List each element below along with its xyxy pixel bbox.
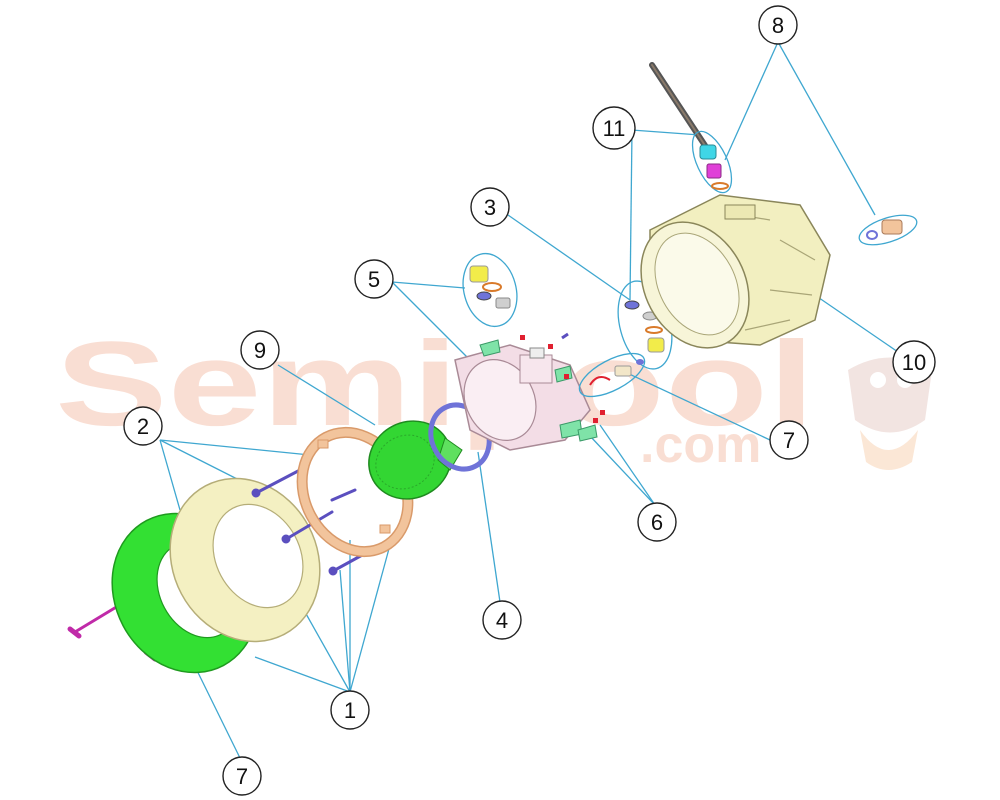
housing xyxy=(640,194,831,349)
callout-5: 5 xyxy=(354,259,394,299)
callout-9: 9 xyxy=(240,330,280,370)
part-8-fittings xyxy=(858,214,918,246)
part-6-clips xyxy=(479,332,605,442)
callout-10-label: 10 xyxy=(902,350,926,375)
callout-1: 1 xyxy=(330,690,370,730)
callout-3: 3 xyxy=(470,187,510,227)
callout-4-label: 4 xyxy=(496,608,508,633)
callout-7-bottom: 7 xyxy=(222,756,262,796)
part-7-fittings xyxy=(578,352,646,398)
callout-10: 10 xyxy=(892,340,936,384)
callout-11-label: 11 xyxy=(603,116,626,141)
callout-1-label: 1 xyxy=(344,698,356,723)
callout-7-right-label: 7 xyxy=(783,428,795,453)
callout-3-label: 3 xyxy=(484,195,496,220)
callout-5-label: 5 xyxy=(368,267,380,292)
part-5-fittings xyxy=(462,252,518,328)
callout-2: 2 xyxy=(123,406,163,446)
callout-9-label: 9 xyxy=(254,338,266,363)
watermark-domain: .com xyxy=(640,416,761,474)
callout-4: 4 xyxy=(482,600,522,640)
callout-7-right: 7 xyxy=(769,420,809,460)
callout-2-label: 2 xyxy=(137,414,149,439)
callouts: 1 2 3 4 5 6 7 7 xyxy=(123,5,936,796)
cable-gland xyxy=(649,62,733,194)
callout-7-bottom-label: 7 xyxy=(236,764,248,789)
callout-8-label: 8 xyxy=(772,13,784,38)
cream-ring xyxy=(169,477,321,643)
callout-6: 6 xyxy=(637,502,677,542)
callout-8: 8 xyxy=(758,5,798,45)
callout-11: 11 xyxy=(592,106,636,150)
callout-6-label: 6 xyxy=(651,510,663,535)
